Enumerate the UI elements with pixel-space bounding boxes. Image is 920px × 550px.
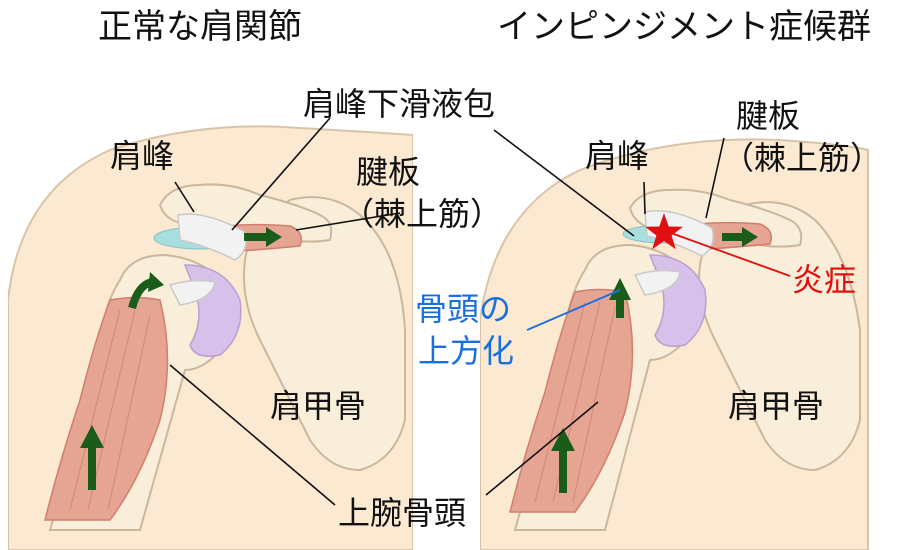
title-normal: 正常な肩関節 (98, 7, 302, 47)
scapula (243, 196, 406, 472)
normal-shoulder-panel (8, 125, 413, 550)
label-tendon-left-1: 腱板 (356, 153, 421, 191)
label-acromion-left: 肩峰 (110, 137, 175, 175)
label-tendon-right-2: （棘上筋） (722, 139, 883, 177)
tendon-arrow-left (244, 227, 282, 247)
tendon-arrow-right (722, 227, 758, 247)
migration-leader-line (526, 289, 621, 331)
label-humeral-head: 上腕骨頭 (338, 494, 467, 532)
up-arrow-right (551, 428, 575, 493)
label-scapula-right: 肩甲骨 (728, 387, 825, 425)
tendon (177, 213, 247, 261)
title-impingement: インピンジメント症候群 (497, 7, 871, 47)
label-superior-migration-2: 上方化 (418, 332, 515, 370)
inflammation-star-icon (645, 213, 683, 250)
biceps-muscle (44, 296, 169, 521)
tendon-lower (168, 279, 216, 306)
inflammation-leader-line (670, 232, 791, 277)
rotation-arrowhead-left (148, 272, 164, 292)
label-superior-migration-1: 骨頭の (415, 290, 512, 328)
label-scapula-left: 肩甲骨 (270, 387, 367, 425)
label-inflammation: 炎症 (792, 261, 857, 299)
tendon-lower (633, 269, 681, 296)
label-acromion-right: 肩峰 (585, 137, 650, 175)
label-subacromial-bursa: 肩峰下滑液包 (303, 85, 496, 123)
label-tendon-left-2: （棘上筋） (342, 195, 503, 233)
impingement-shoulder-panel (480, 138, 869, 550)
up-arrow-head-right (609, 278, 631, 318)
label-tendon-right-1: 腱板 (736, 97, 801, 135)
leader-lines (169, 117, 725, 506)
up-arrow-left (80, 425, 104, 490)
